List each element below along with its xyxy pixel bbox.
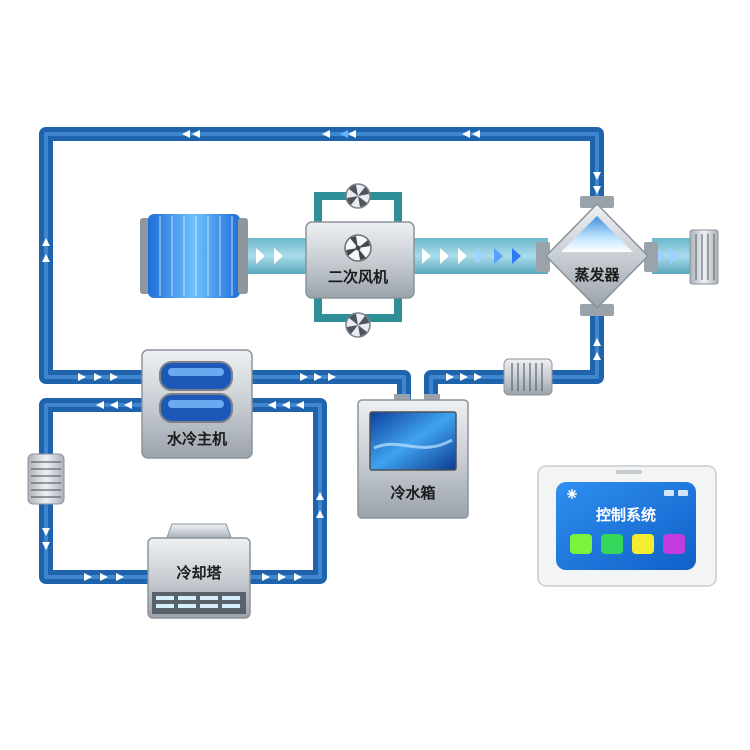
cooling-tower-unit: 冷却塔 (147, 523, 251, 619)
flow-arrow-icon (300, 373, 336, 381)
flow-arrows (42, 130, 601, 581)
flow-arrow-icon (446, 373, 482, 381)
cooling-tower-label: 冷却塔 (176, 564, 222, 582)
flow-arrow-icon (42, 238, 50, 262)
fan-icon (345, 183, 371, 209)
flow-arrow-icon (182, 130, 200, 138)
flow-arrow-icon (316, 492, 324, 518)
flow-arrow-icon (42, 528, 50, 550)
evaporator-unit: 蒸发器 (536, 196, 658, 316)
cold-water-tank-unit: 冷水箱 (357, 394, 469, 519)
fan-icon (345, 312, 371, 338)
flow-arrow-icon (84, 573, 124, 581)
control-button-yellow[interactable] (632, 534, 654, 554)
air-outlet-grille (689, 229, 719, 285)
control-button-green[interactable] (570, 534, 592, 554)
water-chiller-unit: 水冷主机 (141, 349, 253, 459)
flow-arrow-icon (268, 401, 304, 409)
water-chiller-label: 水冷主机 (167, 430, 227, 448)
flow-arrow-icon (593, 172, 601, 194)
flow-arrow-icon (78, 373, 118, 381)
air-filter (140, 214, 248, 298)
cold-water-tank-label: 冷水箱 (390, 484, 435, 502)
control-system-label: 控制系统 (596, 506, 656, 524)
flow-arrow-icon (96, 401, 132, 409)
flow-arrow-icon (593, 338, 601, 360)
pump (27, 453, 65, 505)
fan-icon (344, 234, 372, 262)
secondary-fan-unit: 二次风机 (305, 183, 415, 338)
control-system-panel: 控制系统 (537, 465, 717, 587)
secondary-fan-label: 二次风机 (328, 268, 388, 286)
flow-arrow-icon (262, 573, 302, 581)
control-button-lime[interactable] (601, 534, 623, 554)
control-button-purple[interactable] (663, 534, 685, 554)
flow-arrow-icon (322, 130, 356, 138)
pump (503, 358, 553, 396)
evaporator-label: 蒸发器 (574, 266, 620, 284)
air-duct (244, 238, 692, 274)
snowflake-icon (567, 489, 577, 499)
flow-arrow-icon (462, 130, 480, 138)
